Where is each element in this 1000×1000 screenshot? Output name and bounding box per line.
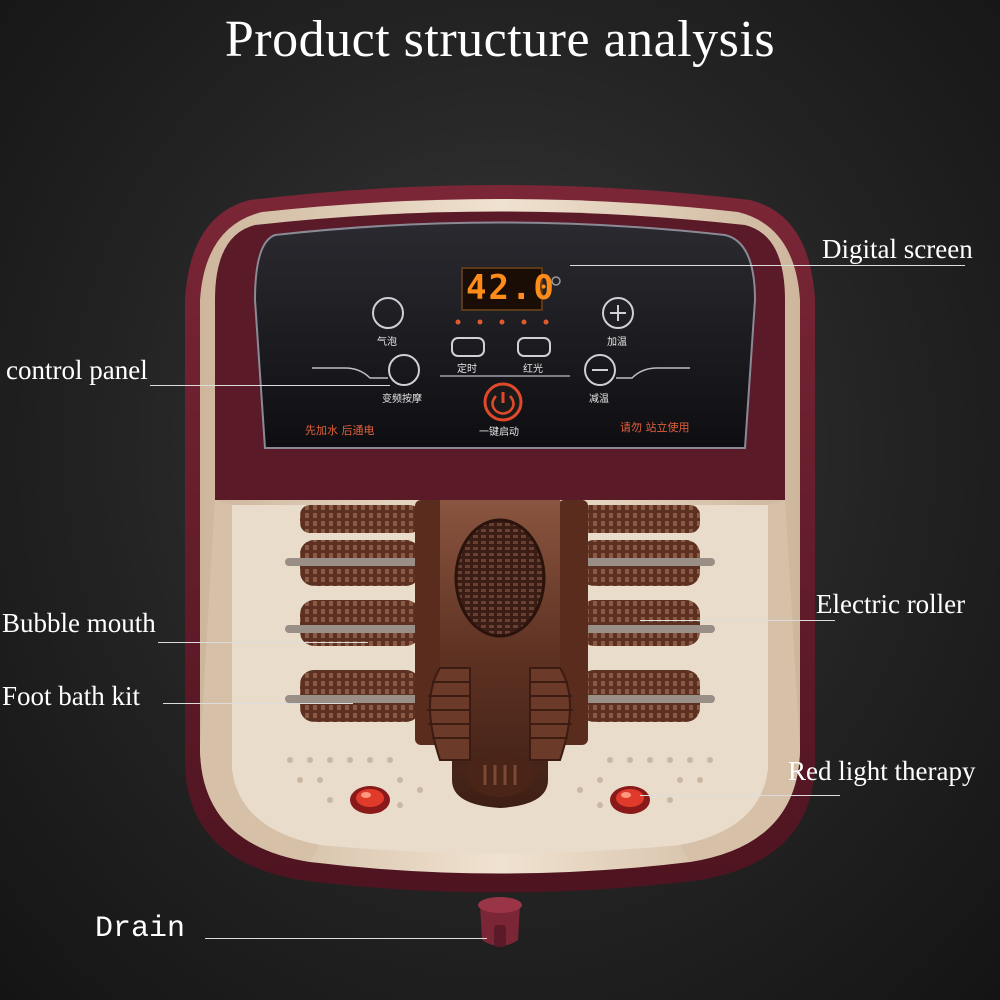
bubble-button [372,297,404,329]
bubble-holes [287,757,713,808]
power-button-label: 一键启动 [479,427,519,438]
label-bubble-mouth: Bubble mouth [2,608,156,638]
heat-down-button [584,354,616,386]
display-window [461,267,543,311]
notice-left: 先加水 后通电 [305,424,375,437]
leader-digital-screen [570,265,965,266]
massage-button-label: 变频按摩 [382,394,422,405]
red-light-left [350,786,390,814]
heat-down-button-label: 减温 [589,394,609,405]
drain-knob [478,897,522,947]
red-light-right [610,786,650,814]
label-control-panel: control panel [6,355,148,385]
heat-up-button-label: 加温 [607,337,627,348]
leader-red-light-therapy [640,795,840,796]
timer-button-label: 定时 [457,364,477,375]
center-pad [454,518,546,638]
notice-right: 请勿 站立使用 [620,421,690,434]
temperature-display: 42.0 [466,268,556,308]
page-title: Product structure analysis [224,11,776,68]
timer-button [451,337,485,357]
massage-button [388,354,420,386]
leader-bubble-mouth [158,642,368,643]
label-digital-screen: Digital screen [822,234,973,264]
label-drain: Drain [95,912,186,946]
bubble-button-label: 气泡 [377,337,397,348]
label-electric-roller: Electric roller [816,589,966,619]
label-red-light-therapy: Red light therapy [788,756,976,786]
leader-electric-roller [640,620,835,621]
right-rollers [565,505,715,722]
red-light-button-label: 红光 [523,364,543,375]
control-panel-glass [253,221,757,449]
leader-control-panel [150,385,390,386]
indicator-dot [551,276,561,286]
label-foot-bath-kit: Foot bath kit [2,681,141,711]
status-leds [455,319,549,325]
left-rollers [285,505,435,722]
heat-up-button [602,297,634,329]
red-light-button [517,337,551,357]
leader-drain [205,938,487,939]
leader-foot-bath-kit [163,703,353,704]
